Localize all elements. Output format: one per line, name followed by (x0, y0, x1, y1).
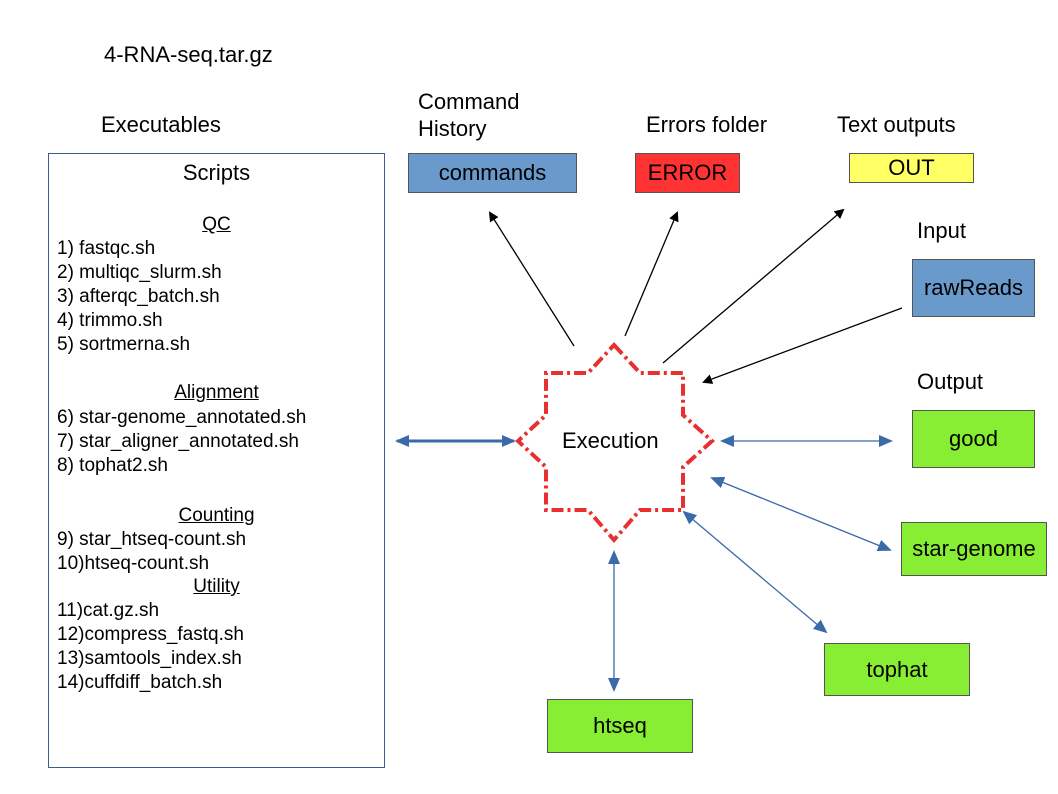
script-item: 9) star_htseq-count.sh (57, 529, 247, 550)
archive-title: 4-RNA-seq.tar.gz (104, 42, 273, 67)
commands-folder: commands (408, 153, 577, 193)
executables-label: Executables (101, 112, 221, 137)
script-item: 12)compress_fastq.sh (57, 624, 244, 645)
command-history-label-line1: Command (418, 89, 520, 114)
script-item: 5) sortmerna.sh (57, 334, 191, 355)
script-item: 10)htseq-count.sh (57, 553, 210, 574)
arrow-to-error (624, 211, 679, 337)
script-item: 8) tophat2.sh (57, 455, 168, 476)
script-item: 6) star-genome_annotated.sh (57, 407, 307, 428)
section-alignment: Alignment (174, 382, 259, 403)
section-qc: QC (202, 214, 231, 235)
arrow-execution-star-genome (710, 476, 892, 552)
section-utility: Utility (193, 576, 240, 597)
script-item: 13)samtools_index.sh (57, 648, 242, 669)
script-item: 1) fastqc.sh (57, 238, 156, 259)
script-item: 2) multiqc_slurm.sh (57, 262, 222, 283)
errors-folder-label: Errors folder (646, 112, 768, 137)
script-item: 14)cuffdiff_batch.sh (57, 672, 223, 693)
rawreads-folder: rawReads (912, 259, 1035, 317)
input-label: Input (917, 218, 966, 243)
star-genome-folder: star-genome (901, 522, 1047, 576)
section-counting: Counting (178, 505, 255, 526)
out-folder: OUT (849, 153, 974, 183)
script-item: 11)cat.gz.sh (57, 600, 160, 621)
arrow-from-rawreads (702, 307, 903, 384)
htseq-folder: htseq (547, 699, 693, 753)
good-folder: good (912, 410, 1035, 468)
arrow-to-out (662, 208, 845, 364)
text-outputs-label: Text outputs (837, 112, 956, 137)
execution-star-shape (515, 342, 715, 544)
scripts-title: Scripts (182, 160, 251, 185)
arrow-to-commands (488, 211, 575, 347)
script-item: 3) afterqc_batch.sh (57, 286, 220, 307)
script-item: 4) trimmo.sh (57, 310, 163, 331)
arrow-execution-tophat (682, 510, 828, 634)
tophat-folder: tophat (824, 643, 970, 696)
error-folder: ERROR (635, 153, 740, 193)
execution-label: Execution (562, 428, 659, 453)
script-item: 7) star_aligner_annotated.sh (57, 431, 299, 452)
output-label: Output (917, 369, 984, 394)
command-history-label-line2: History (418, 116, 487, 141)
scripts-panel: Scripts QC 1) fastqc.sh 2) multiqc_slurm… (48, 153, 385, 768)
